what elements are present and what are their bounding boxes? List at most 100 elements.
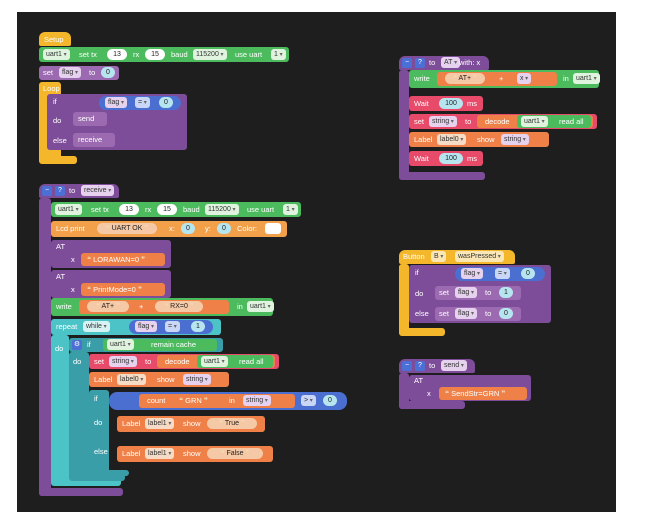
rx-string-field[interactable]: ❝ RX=0 ❞: [155, 301, 203, 312]
button-dropdown[interactable]: B: [431, 251, 447, 262]
uart-init-block[interactable]: uart1 set tx 13 rx 15 baud 115200 use ua…: [51, 202, 301, 217]
tx-field[interactable]: 13: [107, 49, 127, 60]
read-all-block[interactable]: uart1 read all: [517, 115, 591, 128]
set-string-block[interactable]: set string to decode uart1 read all: [89, 354, 279, 369]
flag-value-field[interactable]: 0: [499, 308, 513, 319]
tx-field[interactable]: 13: [119, 204, 139, 215]
minus-icon[interactable]: −: [402, 58, 412, 68]
function-name-field[interactable]: AT: [441, 57, 461, 68]
wait-block-2[interactable]: Wait 100 ms: [409, 151, 483, 166]
decode-block[interactable]: decode uart1 read all: [477, 115, 593, 128]
true-string-field[interactable]: ❝ True ❞: [207, 418, 257, 429]
cond-value-field[interactable]: 1: [191, 321, 205, 332]
question-icon[interactable]: ?: [55, 186, 65, 196]
cond-op-dropdown[interactable]: >: [301, 395, 316, 406]
string-block[interactable]: ❝ LORAWAN=0 ❞: [81, 253, 165, 266]
at-string-field[interactable]: ❝ AT+ ❞: [445, 73, 485, 84]
string-block[interactable]: ❝ PrintMode=0 ❞: [81, 283, 165, 296]
join-block[interactable]: ❝ AT+ ❞ + ❝ RX=0 ❞: [79, 300, 229, 314]
label1-dropdown[interactable]: label1: [145, 418, 175, 429]
flag-var-dropdown[interactable]: flag: [455, 308, 477, 319]
label-show-block[interactable]: Label label0 show string: [89, 372, 229, 387]
x-var-dropdown[interactable]: x: [517, 73, 532, 84]
remain-cache-block[interactable]: uart1 remain cache: [103, 339, 217, 351]
uart-dropdown[interactable]: uart1: [573, 73, 600, 84]
question-icon[interactable]: ?: [415, 361, 425, 371]
cond-op-dropdown[interactable]: =: [165, 321, 180, 332]
receive-call-block[interactable]: receive: [73, 133, 115, 147]
function-name-field[interactable]: receive: [81, 185, 115, 196]
x-field[interactable]: 0: [181, 223, 195, 234]
baud-dropdown[interactable]: 115200: [205, 204, 239, 215]
minus-icon[interactable]: −: [402, 361, 412, 371]
label1-false-block[interactable]: Label label1 show ❝ False ❞: [117, 446, 273, 462]
decode-block[interactable]: decode uart1 read all: [157, 355, 275, 368]
rx-field[interactable]: 15: [145, 49, 165, 60]
label-show-block[interactable]: Label label0 show string: [409, 132, 549, 147]
color-swatch[interactable]: [265, 223, 281, 234]
lcd-text-field[interactable]: ❝ UART OK ❞: [97, 223, 157, 234]
baud-dropdown[interactable]: 115200: [193, 49, 227, 60]
button-event-block[interactable]: Button B wasPressed: [399, 250, 515, 264]
if-remain-block[interactable]: ⚙ if uart1 remain cache: [69, 338, 223, 352]
string-block[interactable]: ❝ SendStr=GRN ❞: [439, 387, 527, 400]
wait-block[interactable]: Wait 100 ms: [409, 96, 483, 111]
compare-block[interactable]: flag = 0: [455, 267, 545, 281]
uart-num-dropdown[interactable]: 1: [271, 49, 286, 60]
flag-var-dropdown[interactable]: flag: [59, 67, 81, 78]
compare-block[interactable]: flag = 0: [99, 96, 181, 110]
flag-var-dropdown[interactable]: flag: [455, 287, 477, 298]
else-set-flag-block[interactable]: set flag to 0: [435, 307, 521, 321]
uart-dropdown[interactable]: uart1: [247, 301, 274, 312]
string-var-dropdown[interactable]: string: [501, 134, 529, 145]
lcd-print-block[interactable]: Lcd print ❝ UART OK ❞ x: 0 y: 0 Color:: [51, 221, 287, 237]
cond-op-dropdown[interactable]: =: [135, 97, 150, 108]
string-var-dropdown[interactable]: string: [109, 356, 137, 367]
question-icon[interactable]: ?: [415, 58, 425, 68]
label1-true-block[interactable]: Label label1 show ❝ True ❞: [117, 416, 265, 432]
flag-value-field[interactable]: 0: [101, 67, 115, 78]
read-all-block[interactable]: uart1 read all: [197, 355, 273, 368]
rx-field[interactable]: 15: [157, 204, 177, 215]
cond-var-dropdown[interactable]: flag: [105, 97, 127, 108]
send-function-block[interactable]: − ? to send: [399, 359, 475, 373]
inner-if-block[interactable]: if do else: [89, 390, 109, 476]
uart-dropdown[interactable]: uart1: [107, 339, 134, 350]
string-var-dropdown[interactable]: string: [183, 374, 211, 385]
uart-init-block[interactable]: uart1 set tx 13 rx 15 baud 115200 use ua…: [39, 47, 289, 62]
settings-gear-icon[interactable]: ⚙: [72, 340, 82, 350]
cond-value-field[interactable]: 0: [159, 97, 173, 108]
set-string-block[interactable]: set string to decode uart1 read all: [409, 114, 597, 129]
do-set-flag-block[interactable]: set flag to 1: [435, 286, 521, 300]
flag-value-field[interactable]: 1: [499, 287, 513, 298]
string-var-dropdown[interactable]: string: [429, 116, 457, 127]
write-block[interactable]: write ❝ AT+ ❞ + x in uart1: [409, 70, 600, 88]
join-block[interactable]: ❝ AT+ ❞ + x: [437, 72, 557, 86]
at-string-field[interactable]: ❝ AT+ ❞: [87, 301, 129, 312]
setup-hat-block[interactable]: Setup: [39, 32, 71, 46]
cond-value-field[interactable]: 0: [521, 268, 535, 279]
receive-function-block[interactable]: − ? to receive: [39, 184, 119, 198]
minus-icon[interactable]: −: [42, 186, 52, 196]
event-dropdown[interactable]: wasPressed: [455, 251, 504, 262]
wait-value-field[interactable]: 100: [439, 153, 463, 164]
y-field[interactable]: 0: [217, 223, 231, 234]
cond-op-dropdown[interactable]: =: [495, 268, 510, 279]
cond-var-dropdown[interactable]: flag: [461, 268, 483, 279]
label0-dropdown[interactable]: label0: [117, 374, 147, 385]
blockly-workspace[interactable]: Setup uart1 set tx 13 rx 15 baud 115200 …: [17, 12, 616, 512]
repeat-while-block[interactable]: repeat while flag = 1: [51, 319, 221, 335]
uart-port-dropdown[interactable]: uart1: [43, 49, 70, 60]
uart-num-dropdown[interactable]: 1: [283, 204, 298, 215]
count-block[interactable]: count ❝ GRN ❞ in string: [139, 394, 295, 408]
function-name-field[interactable]: send: [441, 360, 467, 371]
compare-block[interactable]: flag = 1: [129, 320, 213, 334]
uart-dropdown[interactable]: uart1: [521, 116, 548, 127]
at-call-block[interactable]: AT x ❝ SendStr=GRN ❞: [409, 375, 531, 401]
wait-value-field[interactable]: 100: [439, 98, 463, 109]
set-flag-block[interactable]: set flag to 0: [39, 66, 119, 80]
string-var-dropdown[interactable]: string: [243, 395, 271, 406]
label0-dropdown[interactable]: label0: [437, 134, 467, 145]
cond-var-dropdown[interactable]: flag: [135, 321, 157, 332]
at-function-block[interactable]: − ? to AT with: x: [399, 56, 489, 70]
